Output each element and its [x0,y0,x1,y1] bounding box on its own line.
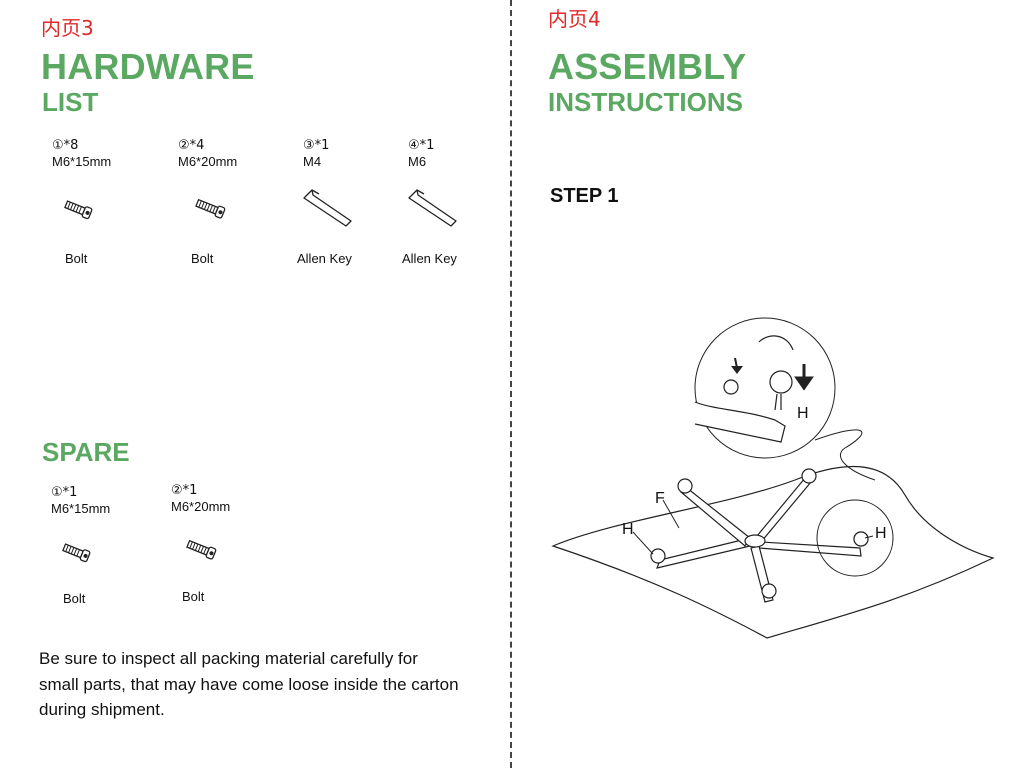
hardware-size: M6 [408,154,427,169]
assembly-title: ASSEMBLY [548,46,747,87]
label-h-detail: H [797,405,809,422]
detail-circle-right [816,499,894,577]
hardware-title: HARDWARE [41,46,255,87]
label-f: F [655,490,665,507]
hardware-name: Bolt [191,251,214,266]
spare-name: Bolt [182,589,205,604]
spare-name: Bolt [63,591,86,606]
hardware-item: ③*1 M4 [303,138,403,170]
hardware-qty: ③*1 [303,138,330,153]
hardware-size: M4 [303,154,322,169]
label-h-left: H [622,521,634,538]
hardware-size: M6*20mm [178,154,238,169]
bolt-icon [64,200,93,220]
bolt-icon [186,539,217,560]
assembly-diagram: F H H H [551,317,995,639]
assembly-subtitle: INSTRUCTIONS [548,87,743,117]
floor-sheet [551,465,995,639]
down-arrow [794,364,814,391]
spare-size: M6*20mm [171,499,231,514]
page-divider [510,0,512,768]
hardware-item: ①*8 M6*15mm [52,138,152,170]
hardware-name: Allen Key [297,251,352,266]
allen-key-icon [303,189,352,227]
spare-size: M6*15mm [51,501,111,516]
spare-title: SPARE [42,437,130,467]
allen-key-icon [408,189,457,227]
spare-item: ②*1 M6*20mm [171,483,271,515]
hardware-item: ②*4 M6*20mm [178,138,278,170]
hardware-size: M6*15mm [52,154,112,169]
right-page-label: 内页4 [548,7,601,31]
hardware-qty: ④*1 [408,138,435,153]
step-heading: STEP 1 [550,185,619,207]
hardware-qty: ②*4 [178,138,205,153]
bolt-icon [195,198,226,219]
spare-qty: ①*1 [51,485,78,500]
hardware-item: ④*1 M6 [408,138,508,170]
spare-qty: ②*1 [171,483,198,498]
hardware-subtitle: LIST [42,87,99,117]
chair-base [650,468,869,603]
label-h-right: H [875,525,887,542]
left-page-label: 内页3 [41,16,94,40]
hardware-qty: ①*8 [52,138,79,153]
spare-item: ①*1 M6*15mm [51,485,151,517]
inspection-note: Be sure to inspect all packing material … [39,649,459,719]
hardware-name: Allen Key [402,251,457,266]
hardware-name: Bolt [65,251,88,266]
bolt-icon [62,543,91,563]
